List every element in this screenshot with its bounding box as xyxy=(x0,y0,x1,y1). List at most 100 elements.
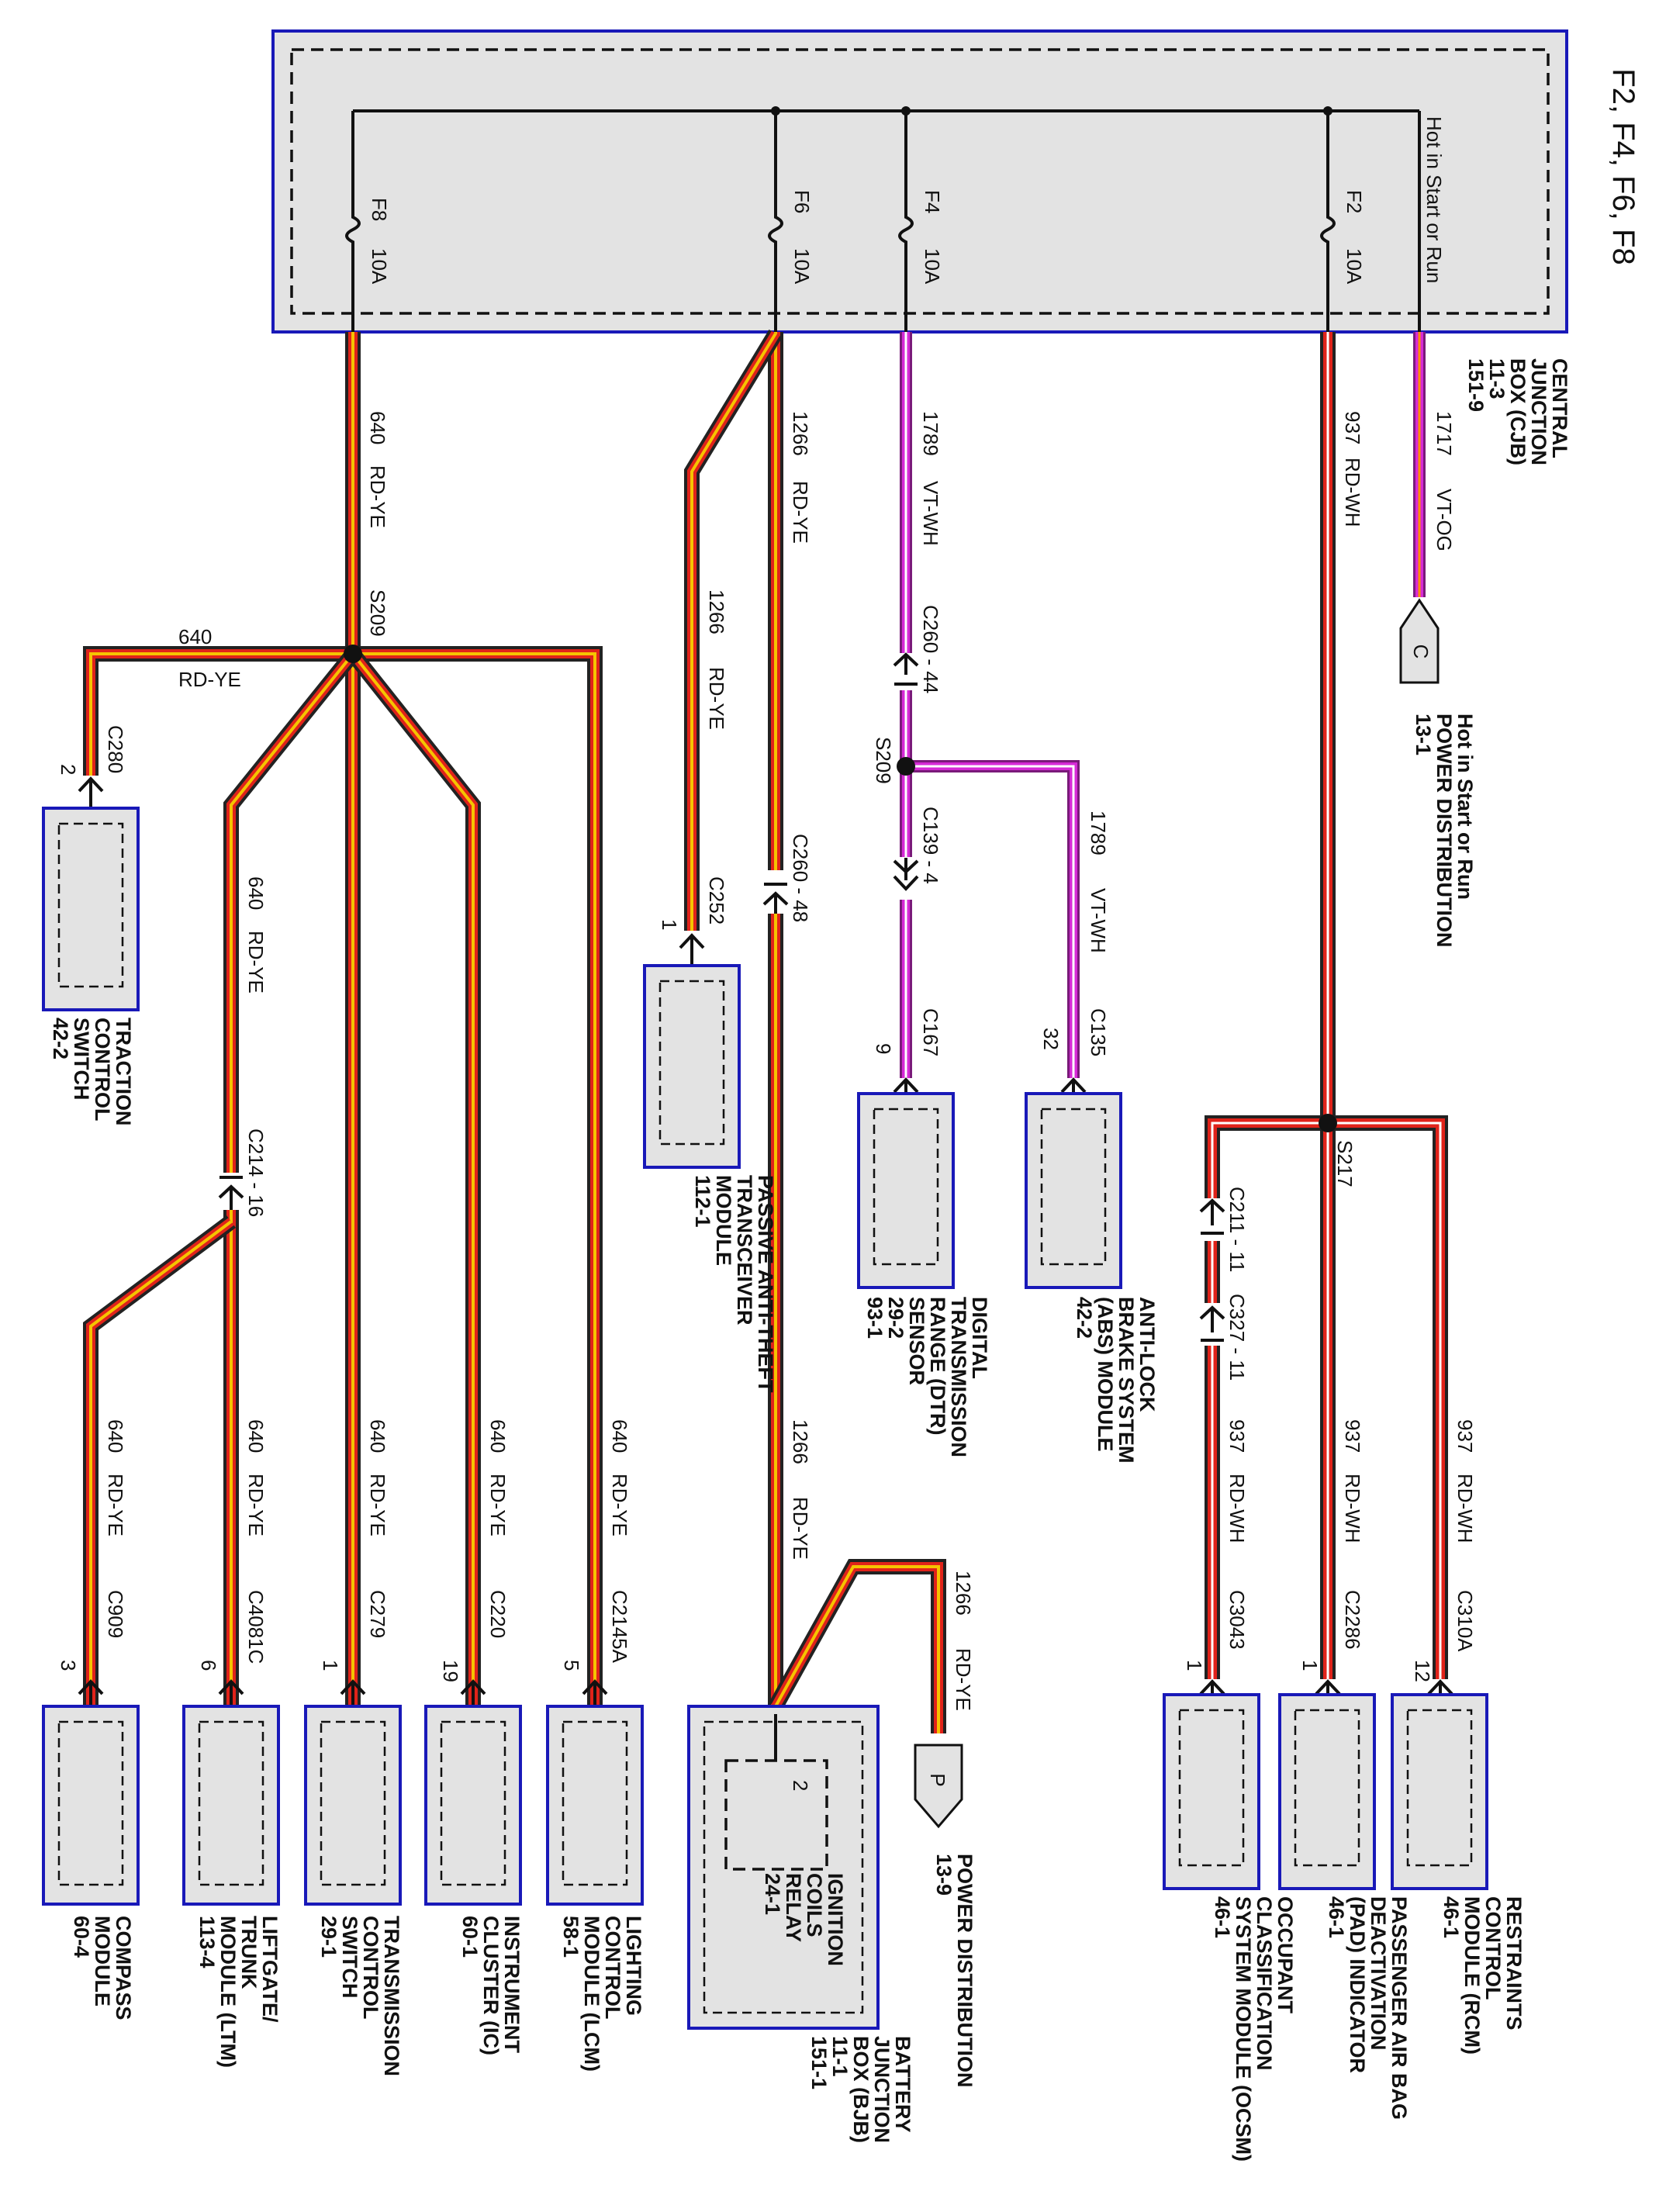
component-label: 42-2 xyxy=(49,1018,72,1059)
connector-label: C280 xyxy=(104,725,127,773)
wire-color-label: RD-YE xyxy=(244,1474,268,1536)
component-label: DEACTIVATION xyxy=(1367,1896,1390,2051)
fuse-name: F2 xyxy=(1343,190,1366,213)
pin-label: 1 xyxy=(1298,1660,1322,1671)
wire-circuit-label: 640 xyxy=(486,1419,510,1453)
compass-module xyxy=(42,1679,140,1906)
pin-label: 2 xyxy=(57,764,80,775)
component-label: BOX (BJB) xyxy=(849,2036,873,2143)
component-label: BRAKE SYSTEM xyxy=(1115,1297,1138,1464)
fuse-name: F6 xyxy=(790,190,814,213)
wire-color-label: RD-YE xyxy=(705,667,728,730)
wire-circuit-label: 937 xyxy=(1225,1419,1249,1453)
component-label: 112-1 xyxy=(691,1175,714,1228)
pin-label: 1 xyxy=(319,1660,342,1671)
wire-circuit-label: 937 xyxy=(1453,1419,1477,1453)
pats-module xyxy=(643,933,741,1169)
component-label: 11-1 xyxy=(828,2036,852,2077)
offpage-text: Hot in Start or Run xyxy=(1453,714,1477,900)
wire-circuit-label: 1789 xyxy=(1087,810,1110,855)
component-label: ANTI-LOCK xyxy=(1135,1297,1159,1412)
fuse-rating: 10A xyxy=(368,248,391,285)
wire-color-label: RD-WH xyxy=(1453,1474,1477,1543)
wire-color-label: RD-YE xyxy=(608,1474,631,1536)
connector-label: C2286 xyxy=(1341,1590,1364,1650)
wire-color-label: RD-YE xyxy=(244,931,268,994)
component-label: 42-2 xyxy=(1073,1297,1096,1339)
component-label: TRACTION xyxy=(112,1018,135,1125)
wire-color-label: RD-YE xyxy=(789,1497,812,1560)
inline-connector-label: C214 - 16 xyxy=(244,1128,268,1217)
component-label: 60-4 xyxy=(70,1916,93,1958)
transmission-control-switch xyxy=(304,1679,402,1906)
cjb-name-line: CENTRAL xyxy=(1548,358,1571,458)
cjb-label: CENTRAL JUNCTION BOX (CJB) 11-3 151-9 xyxy=(1464,358,1571,465)
connector-label: C2145A xyxy=(608,1590,631,1664)
component-label: 60-1 xyxy=(458,1916,482,1958)
pad-indicator xyxy=(1278,1679,1376,1890)
inline-connector-label: C260 - 48 xyxy=(789,834,812,922)
wire-color-label: RD-YE xyxy=(178,668,241,691)
component-label: LIGHTING xyxy=(622,1916,645,2016)
pin-label: 1 xyxy=(658,919,681,930)
splice-label: S209 xyxy=(872,737,895,784)
component-label: PASSENGER AIR BAG xyxy=(1388,1896,1411,2120)
wire-color-label: RD-YE xyxy=(366,1474,389,1536)
offpage-connector-c xyxy=(1399,598,1440,684)
wire-color-label: VT-OG xyxy=(1433,489,1456,551)
wire-circuit-label: 1789 xyxy=(919,411,942,456)
wire-circuit-label: 640 xyxy=(178,625,212,648)
wire-color-label: RD-WH xyxy=(1341,1474,1364,1543)
fuse-rating: 10A xyxy=(921,248,944,285)
relay-label: RELAY xyxy=(782,1873,805,1942)
central-junction-box: F8 10A F6 10A F4 10A F2 10A Hot in Start… xyxy=(271,29,1568,334)
pin-label: 3 xyxy=(57,1660,80,1671)
component-label: MODULE xyxy=(91,1916,114,2006)
instrument-cluster xyxy=(424,1679,522,1906)
connector-label: C279 xyxy=(366,1590,389,1638)
component-label: DIGITAL xyxy=(968,1297,991,1379)
battery-junction-box xyxy=(687,1705,880,2030)
component-label: 29-2 xyxy=(884,1297,907,1339)
pin-label: 12 xyxy=(1411,1660,1434,1682)
relay-label: IGNITION xyxy=(824,1873,847,1966)
wire-color-label: RD-YE xyxy=(366,465,389,528)
component-label: CONTROL xyxy=(601,1916,624,2019)
connector-label: C167 xyxy=(919,1008,942,1056)
wire-circuit-label: 1266 xyxy=(952,1571,975,1616)
ocsm-module xyxy=(1163,1679,1260,1890)
fuse-rating: 10A xyxy=(1343,248,1366,285)
rcm-module xyxy=(1391,1679,1488,1890)
offpage-letter: C xyxy=(1409,645,1433,659)
inline-connector-c260-44 xyxy=(893,652,919,686)
splice-label: S217 xyxy=(1333,1140,1357,1187)
wire-circuit-label: 937 xyxy=(1341,1419,1364,1453)
offpage-text: POWER DISTRIBUTION xyxy=(953,1854,976,2088)
wire-circuit-label: 1717 xyxy=(1433,411,1456,456)
component-label: 151-1 xyxy=(807,2036,831,2089)
component-label: 58-1 xyxy=(559,1916,582,1958)
component-label: CONTROL xyxy=(1481,1896,1505,1999)
inline-connector-c211 xyxy=(1199,1198,1225,1235)
wire-circuit-label: 1266 xyxy=(789,411,812,456)
component-label: 93-1 xyxy=(863,1297,887,1339)
component-label: SENSOR xyxy=(905,1297,928,1385)
connector-label: C310A xyxy=(1453,1590,1477,1652)
wire-circuit-label: 1266 xyxy=(789,1419,812,1464)
fuse-rating: 10A xyxy=(790,248,814,285)
diagram-title: F2, F4, F6, F8 xyxy=(1606,68,1640,264)
abs-module xyxy=(1025,1077,1122,1289)
component-label: 29-1 xyxy=(317,1916,340,1958)
wire-circuit-label: 640 xyxy=(244,876,268,910)
wire-circuit-label: 640 xyxy=(608,1419,631,1453)
wire-1266-rd-ye xyxy=(684,329,946,1733)
offpage-text: POWER DISTRIBUTION xyxy=(1433,714,1456,948)
component-label: 46-1 xyxy=(1440,1896,1463,1938)
component-label: TRANSMISSION xyxy=(380,1916,403,2076)
offpage-text: 13-1 xyxy=(1412,714,1435,755)
offpage-connector-p xyxy=(914,1744,963,1829)
fuse-name: F8 xyxy=(368,198,391,221)
cjb-name-line: 11-3 xyxy=(1485,358,1509,399)
pin-label: 19 xyxy=(439,1660,462,1682)
